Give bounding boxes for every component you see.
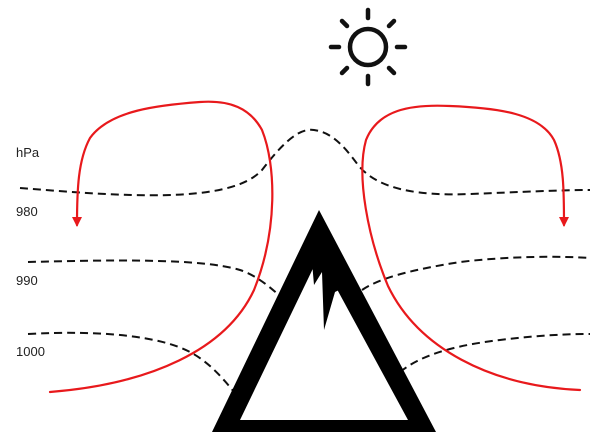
isobar-1000-right [400,334,590,372]
isobar-990-left [28,260,282,298]
circulation-left [50,102,272,392]
sun-icon [331,10,405,84]
mountain-icon [212,210,436,432]
pressure-unit-label: hPa [16,146,39,159]
isobar-980 [20,130,590,196]
isobar-1000-left [28,333,234,392]
isobar-label-980: 980 [16,205,38,218]
isobar-label-1000: 1000 [16,345,45,358]
isobar-label-990: 990 [16,274,38,287]
circulation-right [362,106,580,390]
isobar-990-right [362,257,590,290]
